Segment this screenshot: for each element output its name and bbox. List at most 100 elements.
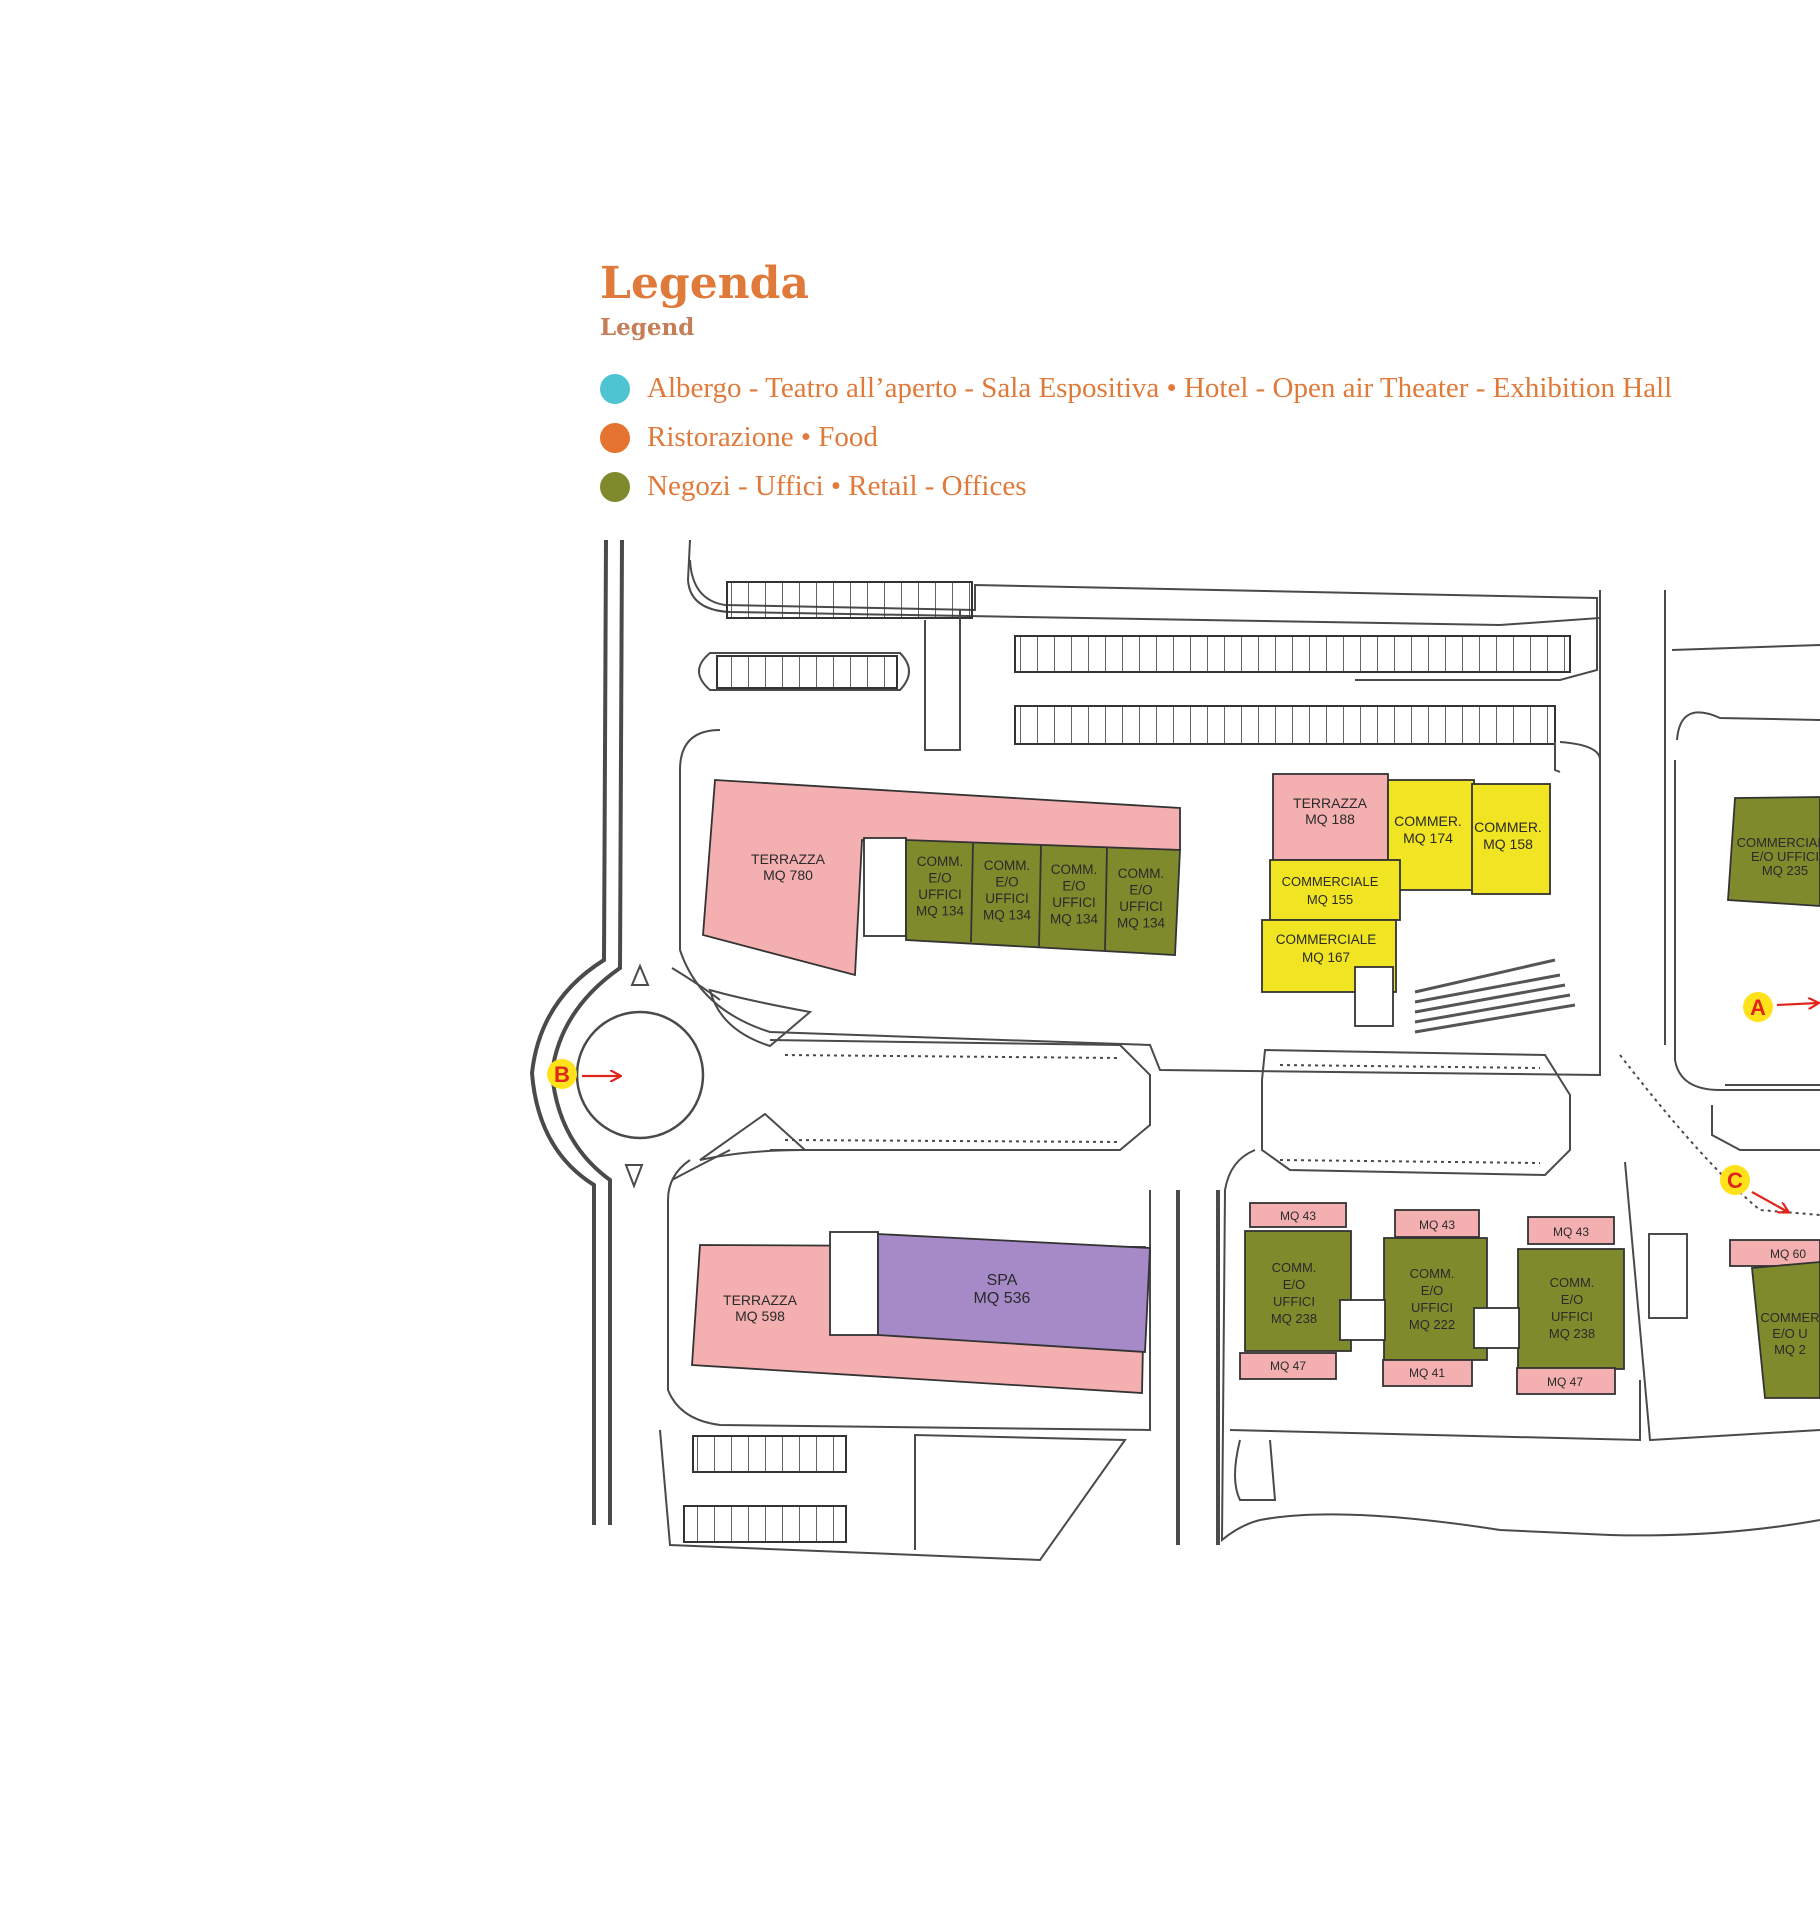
label-line: E/O <box>995 875 1018 890</box>
label-line: TERRAZZA <box>723 1292 798 1308</box>
direction-triangle-north <box>630 963 650 986</box>
parking-north-outline <box>689 559 1598 681</box>
building-spa-536 <box>877 1233 1151 1353</box>
label-line: UFFICI <box>1273 1294 1315 1309</box>
marker-c-arrow <box>1751 1191 1788 1212</box>
building-commer-right <box>1751 1261 1820 1399</box>
legend-text-food: Ristorazione • Food <box>647 421 878 453</box>
legend-item-food: Ristorazione • Food <box>600 413 1672 462</box>
utility-box <box>1648 1233 1688 1319</box>
triangle-island-south <box>699 1112 808 1161</box>
label-line: COMMERCIALE <box>1282 874 1379 889</box>
building-commerciale-235 <box>1727 796 1820 907</box>
label-line: MQ 222 <box>1409 1317 1455 1332</box>
label-line: MQ 60 <box>1770 1247 1806 1261</box>
building-comm-222 <box>1383 1237 1488 1361</box>
label-line: UFFICI <box>1551 1309 1593 1324</box>
east-median <box>1711 1084 1820 1151</box>
parking-row-4-end <box>1554 742 1561 773</box>
label-mq60: MQ 60 <box>1770 1247 1806 1261</box>
marker-b: B <box>547 1059 620 1089</box>
label-commer-174: COMMER.MQ 174 <box>1394 813 1462 846</box>
label-line: COMM. <box>1118 866 1165 881</box>
label-line: TERRAZZA <box>1293 795 1368 811</box>
label-line: COMM. <box>1550 1275 1595 1290</box>
east-wall <box>1624 1161 1820 1442</box>
label-line: COMM. <box>1272 1260 1317 1275</box>
label-commer-158: COMMER.MQ 158 <box>1474 819 1542 852</box>
parking-row-1 <box>726 581 973 619</box>
marker-b-badge <box>547 1059 577 1089</box>
marker-a-letter: A <box>1750 995 1766 1020</box>
label-line: MQ 238 <box>1271 1311 1317 1326</box>
label-mq43-a: MQ 43 <box>1280 1209 1316 1223</box>
legend-title: Legenda <box>600 258 809 309</box>
label-line: MQ 134 <box>916 904 965 919</box>
label-line: COMMER. <box>1474 819 1542 835</box>
parking-capsule-1 <box>698 652 910 691</box>
label-line: TERRAZZA <box>751 851 826 867</box>
label-line: UFFICI <box>918 887 962 902</box>
marker-a-arrow <box>1776 1003 1818 1005</box>
label-line: E/O <box>1062 879 1085 894</box>
south-east-inner <box>1229 1380 1641 1442</box>
building-terrazza-188 <box>1272 773 1389 861</box>
parking-row-5 <box>692 1435 847 1473</box>
label-line: COMM. <box>917 854 964 869</box>
map-linework <box>529 539 1820 1562</box>
label-line: MQ 167 <box>1302 950 1350 965</box>
building-terrazza-780 <box>702 779 1181 977</box>
building-mq47-a <box>1239 1352 1337 1380</box>
building-white-core-5 <box>1473 1307 1520 1349</box>
label-line: MQ 43 <box>1553 1225 1589 1239</box>
parking-divider <box>924 610 961 751</box>
building-white-core-3 <box>829 1231 879 1336</box>
building-comm-row <box>905 839 1181 956</box>
label-line: MQ 47 <box>1547 1375 1583 1389</box>
building-commer-174 <box>1387 779 1475 891</box>
roundabout-island <box>575 1010 705 1140</box>
parking-row-2 <box>716 655 898 689</box>
label-line: COMM. <box>1051 862 1098 877</box>
marker-a: A <box>1743 992 1818 1022</box>
marker-c-letter: C <box>1727 1168 1743 1193</box>
parking-row-6 <box>683 1505 847 1543</box>
road-east-edge <box>686 539 1601 627</box>
label-line: MQ 174 <box>1403 830 1453 846</box>
building-mq60 <box>1729 1239 1820 1267</box>
label-line: MQ 158 <box>1483 836 1533 852</box>
marker-a-badge <box>1743 992 1773 1022</box>
building-comm-238-a <box>1244 1230 1352 1352</box>
label-mq47-a: MQ 47 <box>1270 1359 1306 1373</box>
label-line: MQ 134 <box>1117 916 1166 931</box>
marker-b-letter: B <box>554 1062 570 1087</box>
label-line: E/O U <box>1772 1326 1807 1341</box>
block-south-east-outline <box>1220 1149 1820 1543</box>
label-line: COMMER. <box>1394 813 1462 829</box>
legend-dot-hotel <box>600 373 630 404</box>
bleachers <box>1414 958 1576 1034</box>
label-line: E/O UFFICI <box>1751 849 1819 864</box>
label-line: MQ 598 <box>735 1308 785 1324</box>
median-east-stalls <box>1279 1064 1541 1164</box>
triangle-island-north <box>708 988 813 1048</box>
label-line: MQ 188 <box>1305 811 1355 827</box>
road-right-vertical <box>1599 590 1666 1045</box>
label-line: MQ 238 <box>1549 1326 1595 1341</box>
building-mq43-a <box>1249 1202 1347 1228</box>
label-line: MQ 780 <box>763 867 813 883</box>
road-west-edge-outer <box>529 539 608 1525</box>
label-line: MQ 43 <box>1280 1209 1316 1223</box>
label-line: MQ 155 <box>1307 892 1353 907</box>
